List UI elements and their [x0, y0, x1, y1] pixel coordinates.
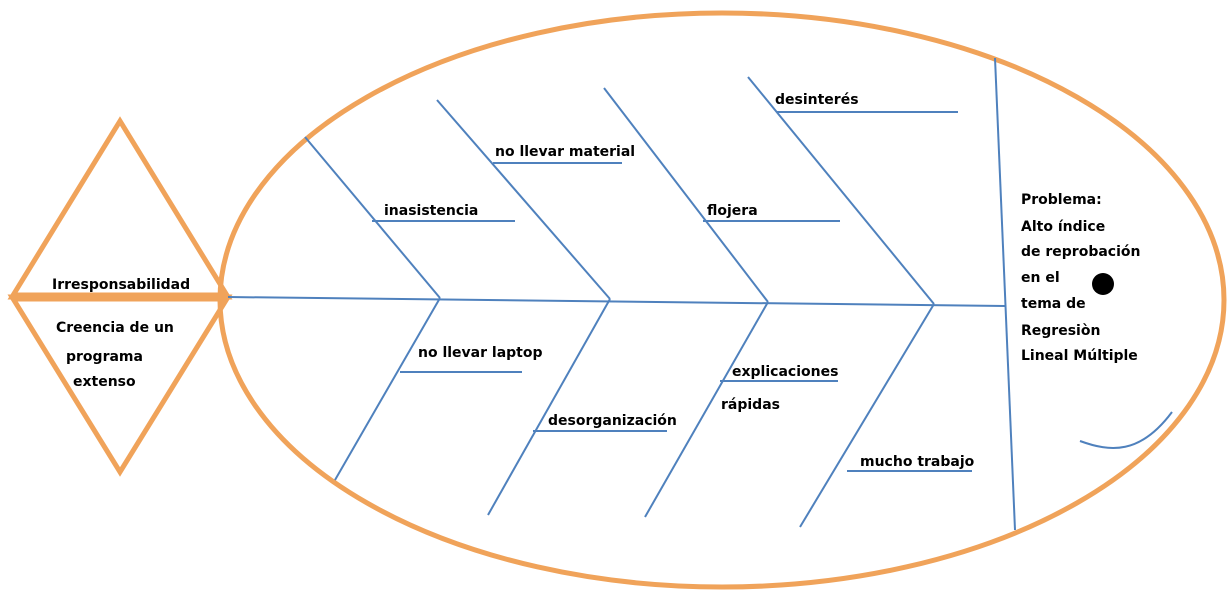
cause-label-no-llevar-material: no llevar material — [495, 144, 635, 160]
problem-statement: Problema: Alto índice de reprobación en … — [1021, 192, 1145, 364]
problem-line-5: tema de — [1021, 296, 1086, 312]
cause-label-explicaciones-line-2: rápidas — [721, 397, 780, 413]
spine-line — [227, 296, 1006, 307]
top-bone-4 — [747, 76, 935, 305]
tail-lower-label-line-3: extenso — [73, 374, 136, 390]
cause-label-explicaciones-line-1: explicaciones — [732, 364, 838, 380]
bottom-bone-4 — [799, 303, 935, 528]
problem-line-4: en el — [1021, 270, 1060, 286]
fish-eye — [1092, 273, 1114, 295]
top-bone-2 — [436, 99, 611, 300]
problem-line-1: Problema: — [1021, 192, 1102, 208]
problem-line-3: de reprobación — [1021, 244, 1141, 260]
tail-upper-label: Irresponsabilidad — [52, 277, 190, 293]
cause-label-flojera: flojera — [707, 203, 758, 219]
bottom-bone-2 — [487, 298, 611, 516]
top-bone-1 — [304, 136, 441, 299]
head-divider-line — [994, 57, 1016, 531]
fish-mouth — [1079, 411, 1173, 449]
problem-line-6: Regresiòn — [1021, 323, 1100, 339]
tail-lower-label: Creencia de un programa extenso — [56, 320, 179, 390]
bottom-bone-1 — [334, 297, 441, 481]
cause-label-no-llevar-laptop: no llevar laptop — [418, 345, 543, 361]
problem-line-7: Lineal Múltiple — [1021, 348, 1138, 364]
tail-lower-label-line-1: Creencia de un — [56, 320, 174, 336]
cause-label-desorganizacion: desorganización — [548, 413, 677, 429]
problem-line-2: Alto índice — [1021, 219, 1105, 235]
cause-label-mucho-trabajo: mucho trabajo — [860, 454, 975, 470]
cause-label-desinteres: desinterés — [775, 92, 859, 108]
tail-lower-label-line-2: programa — [66, 349, 143, 365]
top-bone-3 — [603, 87, 769, 303]
tail-upper-triangle — [7, 116, 233, 300]
cause-label-explicaciones-rapidas: explicaciones rápidas — [721, 364, 843, 413]
cause-label-inasistencia: inasistencia — [384, 203, 478, 219]
bottom-bone-3 — [644, 301, 769, 518]
